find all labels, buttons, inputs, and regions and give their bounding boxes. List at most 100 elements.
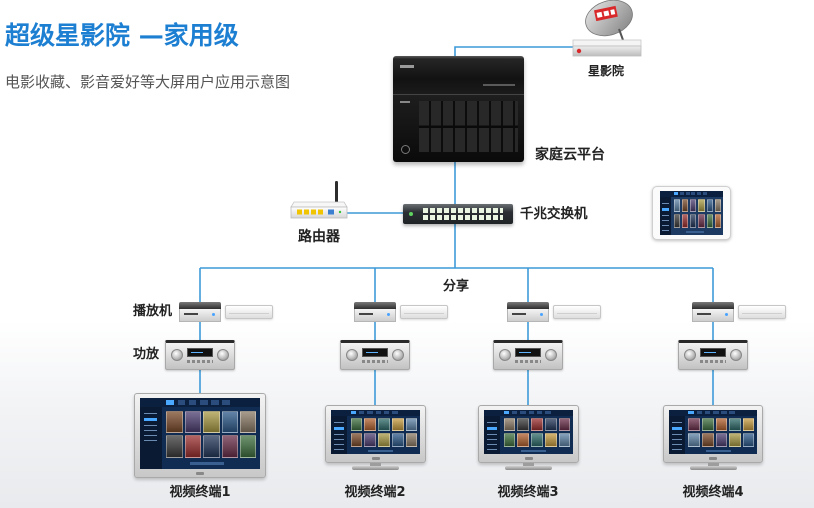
- screen-tab: [703, 192, 708, 196]
- media-box-trim: [229, 313, 269, 314]
- amp-buttons: [515, 360, 541, 363]
- terminal-label-2: 视频终端2: [344, 485, 406, 500]
- input-knob: [392, 349, 404, 361]
- screen-tab-bar: [331, 410, 420, 416]
- poster-thumbnail: [391, 417, 404, 432]
- poster-thumbnail: [729, 433, 741, 447]
- switch-led: [409, 212, 413, 216]
- poster-thumbnail: [682, 198, 689, 213]
- screen-tab: [713, 411, 719, 415]
- screen-menu-item: [487, 438, 497, 440]
- player-front: [692, 309, 734, 322]
- poster-thumbnail: [203, 410, 220, 434]
- screen-tab: [704, 411, 711, 415]
- tablet-screen: [660, 191, 723, 235]
- screen-menu-item: [662, 214, 670, 216]
- screen-menu-item: [487, 448, 497, 450]
- screen-menu-item: [334, 426, 344, 430]
- media-player-icon: [179, 302, 221, 322]
- router-port: [311, 209, 316, 215]
- media-player-icon: [692, 302, 734, 322]
- page-title: 超级星影院 —家用级: [5, 21, 239, 50]
- player-led: [540, 313, 543, 316]
- screen-menu-item: [144, 430, 158, 432]
- screen-tab: [536, 411, 543, 415]
- switch-ports-row: [423, 215, 503, 220]
- screen-tab: [520, 411, 526, 415]
- screen-tab: [188, 400, 197, 406]
- screen-menu-item: [672, 443, 682, 445]
- player-led: [725, 313, 728, 316]
- player-front: [179, 309, 221, 322]
- poster-thumbnail: [364, 433, 377, 447]
- screen-tab: [177, 400, 186, 406]
- screen-tab: [166, 400, 174, 406]
- player-front: [507, 309, 549, 322]
- satellite-dish-icon: [572, 0, 642, 57]
- poster-thumbnail: [221, 410, 238, 434]
- poster-thumbnail: [714, 198, 722, 213]
- screen-tab: [392, 411, 398, 415]
- screen-menu-item: [672, 448, 682, 450]
- poster-thumbnail: [690, 198, 697, 213]
- volume-knob: [346, 349, 358, 361]
- screen-tab: [511, 411, 518, 415]
- screen-menu-item: [334, 438, 344, 440]
- player-top: [507, 302, 549, 309]
- poster-thumbnail: [706, 214, 713, 228]
- media-box-icon: [738, 305, 786, 319]
- tablet-icon: [652, 186, 731, 240]
- server-badge: [400, 101, 410, 103]
- poster-thumbnail: [203, 435, 220, 458]
- router-port: [304, 209, 309, 215]
- amp-buttons: [187, 360, 213, 363]
- media-player-icon: [507, 302, 549, 322]
- poster-thumbnail: [517, 433, 530, 447]
- switch-label: 千兆交换机: [520, 206, 588, 222]
- screen-menu-item: [144, 413, 158, 415]
- screen-tab: [685, 192, 690, 196]
- tv-screen: [140, 398, 260, 469]
- screen-poster-grid: [350, 417, 418, 447]
- media-box-trim: [404, 313, 444, 314]
- poster-thumbnail: [715, 417, 728, 432]
- tv-stand-base: [690, 466, 737, 470]
- tv-screen: [484, 410, 573, 454]
- poster-thumbnail: [558, 433, 571, 447]
- screen-tab: [696, 411, 703, 415]
- screen-tab-bar: [660, 191, 723, 197]
- screen-menu-item: [334, 421, 344, 423]
- media-box-trim: [742, 313, 782, 314]
- tv-icon: [663, 405, 763, 463]
- media-box-icon: [553, 305, 601, 319]
- disc-slot: [697, 313, 711, 315]
- brand-logo: [593, 5, 618, 22]
- poster-thumbnail: [544, 433, 557, 447]
- poster-thumbnail: [742, 417, 755, 432]
- volume-knob: [684, 349, 696, 361]
- tv-stand-base: [352, 466, 399, 470]
- router-led: [338, 210, 342, 214]
- media-box-trim: [557, 313, 597, 314]
- poster-thumbnail: [706, 198, 713, 213]
- screen-tab: [211, 400, 219, 406]
- screen-menu-item: [672, 438, 682, 440]
- amplifier-row-label: 功放: [133, 347, 160, 362]
- screen-menu-item: [334, 443, 344, 445]
- screen-sidebar: [660, 196, 672, 235]
- poster-thumbnail: [729, 417, 741, 432]
- player-led: [212, 313, 215, 316]
- server-badge: [400, 65, 414, 68]
- screen-tab: [545, 411, 551, 415]
- server-drive-bays: [419, 101, 518, 152]
- poster-thumbnail: [391, 433, 404, 447]
- screen-poster-grid: [688, 417, 755, 447]
- tv-logo: [371, 457, 380, 460]
- router-top: [290, 201, 348, 208]
- tv-icon: [478, 405, 579, 463]
- screen-tab: [375, 411, 382, 415]
- poster-thumbnail: [184, 435, 202, 458]
- screen-tab: [350, 411, 357, 415]
- screen-menu-item: [672, 421, 682, 423]
- tv-icon: [325, 405, 426, 463]
